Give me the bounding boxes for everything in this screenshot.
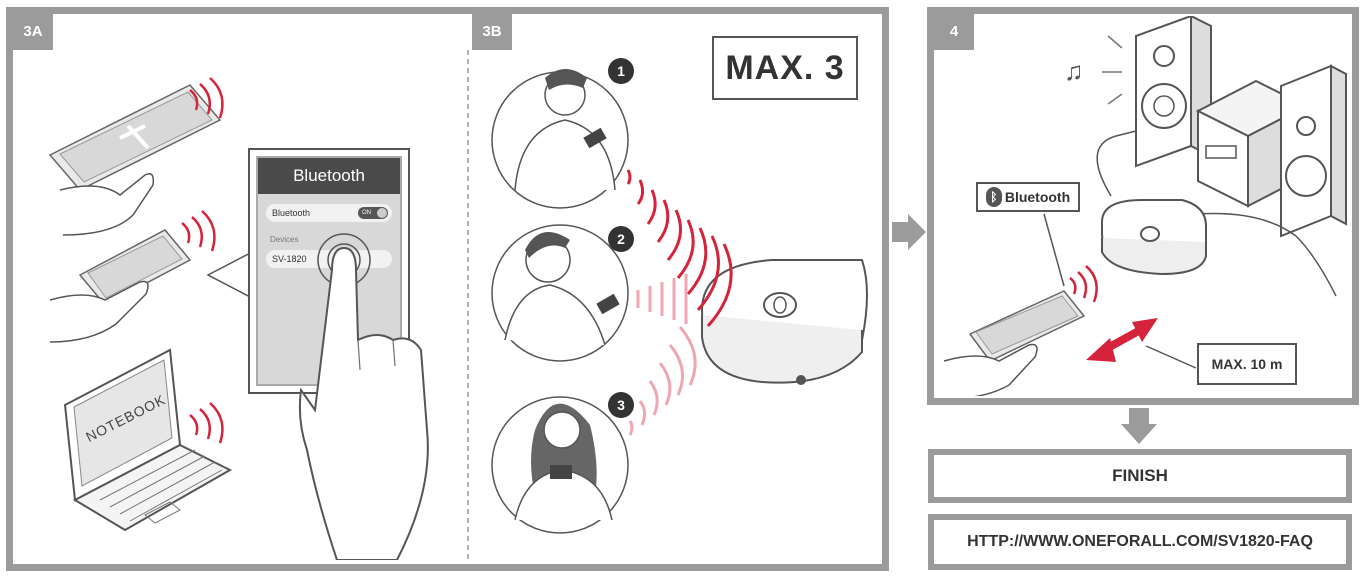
music-note-icon: ♫ [1064, 56, 1084, 86]
signal-user-1 [626, 169, 733, 328]
user-3-number: 3 [608, 392, 634, 418]
device-name: SV-1820 [272, 254, 307, 264]
signal-waves [181, 77, 224, 444]
bluetooth-toggle-row[interactable]: Bluetooth ON [266, 204, 392, 222]
device-list-item[interactable]: SV-1820 [266, 250, 392, 268]
tablet-icon [48, 84, 222, 236]
user-2-number: 2 [608, 226, 634, 252]
bluetooth-logo: ᛒ Bluetooth [976, 182, 1080, 212]
max-distance-label: MAX. 10 m [1197, 343, 1297, 385]
bluetooth-settings-title: Bluetooth [258, 158, 400, 194]
signal-waves [1069, 265, 1098, 303]
arrow-right-icon [892, 214, 926, 250]
panel-divider [467, 50, 469, 560]
receiver-device-icon [700, 259, 868, 385]
bluetooth-icon: ᛒ [985, 187, 1002, 207]
finish-label: FINISH [928, 449, 1352, 503]
panel-3b-illustration [491, 69, 868, 534]
laptop-icon [63, 348, 233, 532]
panel-4-illustration: ♫ [943, 16, 1347, 396]
panel-4-tag: 4 [934, 14, 974, 50]
right-speaker-icon [1280, 64, 1347, 238]
signal-user-2 [636, 274, 688, 324]
signal-user-3 [628, 326, 697, 436]
user-1-avatar [491, 69, 629, 209]
panel-3a-illustration [48, 77, 257, 532]
bluetooth-logo-text: Bluetooth [1004, 189, 1071, 205]
panel-3a-tag: 3A [13, 14, 53, 50]
user-1-number: 1 [608, 58, 634, 84]
arrow-down-icon [1121, 408, 1157, 444]
tapping-finger [298, 233, 429, 560]
user-3-avatar [491, 396, 629, 534]
receiver-device-icon [1101, 199, 1207, 276]
devices-heading: Devices [270, 235, 299, 244]
bluetooth-toggle-switch[interactable]: ON [358, 207, 388, 219]
smartphone-icon [943, 290, 1086, 396]
max-devices-label: MAX. 3 [712, 36, 858, 100]
user-2-avatar [491, 224, 629, 362]
bluetooth-toggle-label: Bluetooth [272, 208, 311, 218]
distance-arrow-icon [1086, 318, 1158, 362]
sound-lines [1102, 35, 1123, 105]
smartphone-icon [49, 229, 192, 343]
faq-link[interactable]: HTTP://WWW.ONEFORALL.COM/SV1820-FAQ [928, 514, 1352, 570]
panel-3b-tag: 3B [472, 14, 512, 50]
